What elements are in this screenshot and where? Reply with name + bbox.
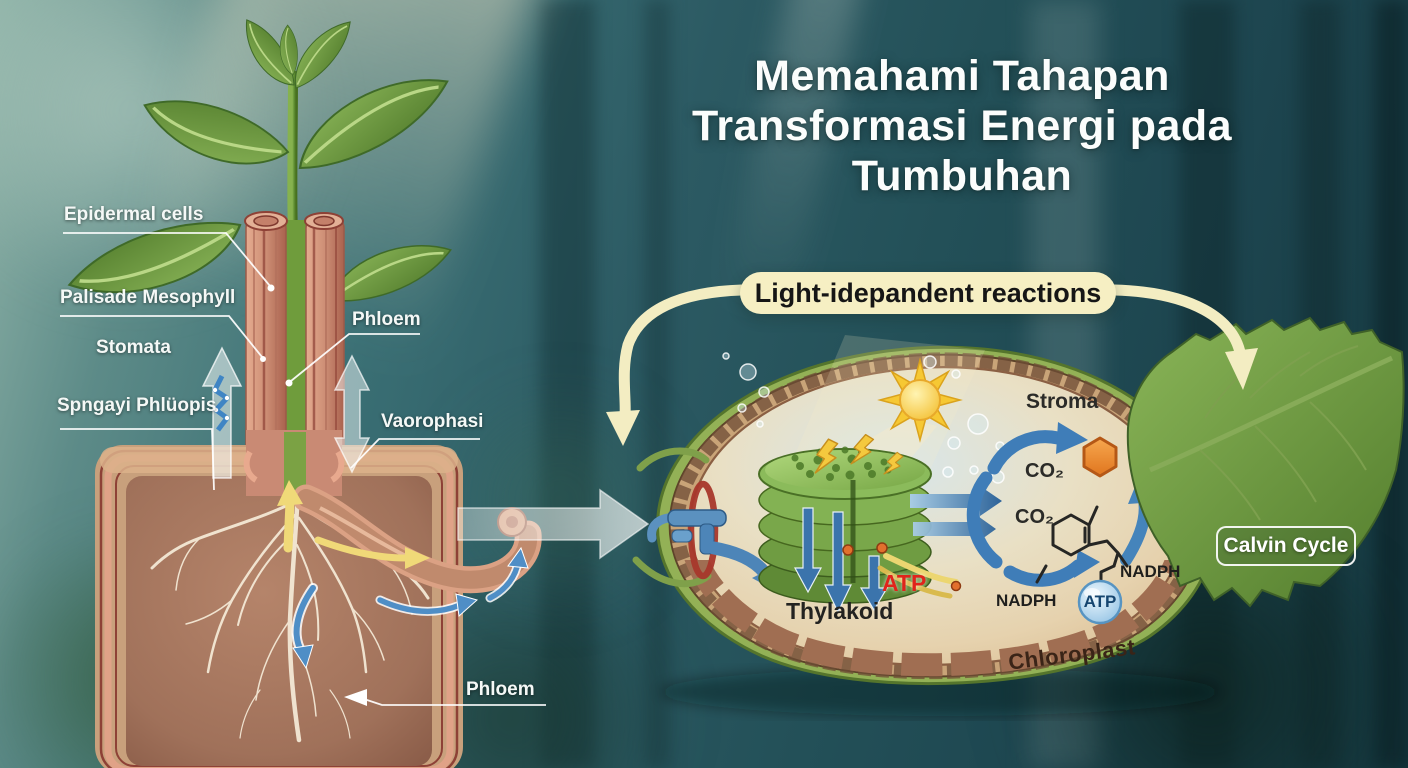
label-thylakoid: Thylakoid	[786, 598, 894, 624]
label-phloem-upper: Phloem	[352, 309, 421, 330]
label-phloem-lower: Phloem	[466, 679, 535, 700]
label-spongy-mesophyll: Spngayi Phlüopis	[57, 395, 217, 416]
stem-tube	[244, 211, 345, 475]
membrane-channel	[687, 480, 719, 580]
label-atp-molecule: ATP	[1083, 592, 1117, 611]
molecule-sketch	[1035, 505, 1129, 584]
exchange-arrow-updown	[333, 354, 371, 474]
leader-lines	[60, 232, 546, 706]
atp-ribbon	[883, 553, 959, 585]
calvin-cycle-arrows	[966, 422, 1158, 587]
xylem-flow-icon	[212, 374, 230, 432]
sap-arrow-right	[314, 536, 430, 569]
label-epidermal-cells: Epidermal cells	[64, 204, 204, 225]
label-stroma: Stroma	[1026, 390, 1099, 413]
zoom-arrow-right-icon	[457, 488, 650, 560]
atp-molecule-dots	[842, 542, 962, 592]
label-nadph-left: NADPH	[996, 591, 1057, 610]
chloroplast-body	[632, 345, 1216, 686]
label-nadph-right: NADPH	[1120, 562, 1181, 581]
tendril	[636, 447, 710, 472]
label-palisade-mesophyll: Palisade Mesophyll	[60, 287, 236, 308]
calvin-cycle-box: Calvin Cycle	[1216, 526, 1356, 566]
tendril	[632, 556, 712, 588]
thylakoid-stack	[758, 433, 962, 614]
big-leaf	[1126, 316, 1405, 608]
label-atp-output: ATP	[882, 570, 927, 596]
sun-icon	[877, 357, 963, 443]
electron-arrows-down	[793, 507, 889, 614]
sap-arrow-up	[277, 480, 303, 553]
label-co2-lower: CO₂	[1015, 506, 1054, 528]
bubbles	[722, 352, 1005, 484]
water-arrows	[291, 546, 529, 670]
sugar-hexagon-icon	[1082, 436, 1118, 478]
atp-circle	[1077, 579, 1123, 625]
transpiration-arrow-up	[201, 346, 243, 479]
label-co2-upper: CO₂	[1025, 460, 1064, 482]
lightning-bolt-icon	[814, 433, 904, 475]
cream-flow-arrows	[606, 284, 1258, 446]
page-title: Memahami Tahapan Transformasi Energi pad…	[691, 52, 1233, 200]
light-reactions-banner: Light-idepandent reactions	[740, 272, 1116, 314]
atp-ribbon	[877, 565, 953, 599]
chloroplast-shadow	[660, 668, 1220, 716]
label-vacuole: Vaorophasi	[381, 411, 484, 432]
label-stomata: Stomata	[96, 337, 171, 358]
